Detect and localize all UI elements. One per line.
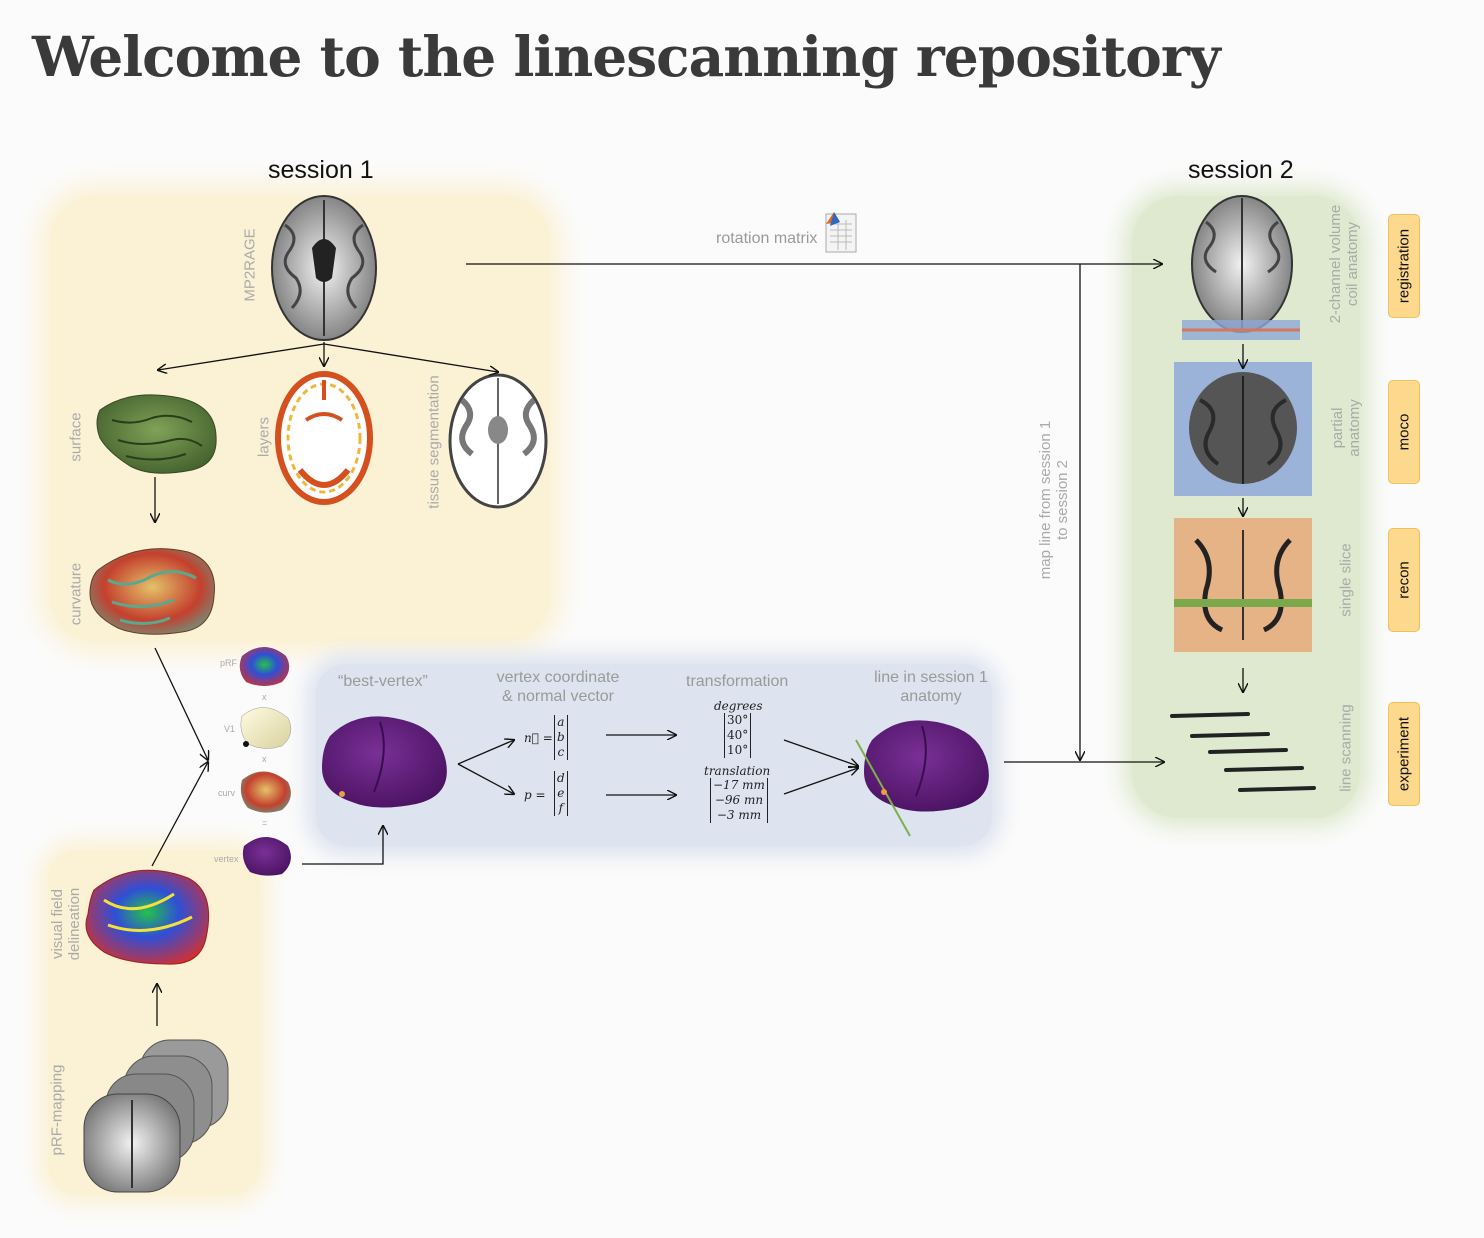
layers-brain-image [275,371,373,505]
moco-button[interactable]: moco [1388,380,1420,484]
partial-anatomy-image [1174,362,1312,496]
registration-button[interactable]: registration [1388,214,1420,318]
prf-mapping-image-stack [83,1039,229,1193]
times-1: x [262,692,267,702]
p-vector-eq: p = [524,788,546,802]
session1-label: session 1 [268,156,374,184]
vertex-mini-brain [242,837,291,876]
coil-anatomy-brain-image [1182,195,1300,340]
rotation-matrix-label: rotation matrix [716,230,818,247]
vertex-coordinate-label: vertex coordinate& normal vector [496,669,620,705]
times-2: x [262,754,267,764]
best-vertex-label: “best-vertex” [338,673,428,690]
line-in-anatomy-image [855,720,989,837]
session2-label: session 2 [1188,156,1294,184]
visual-field-brain-image [85,869,210,965]
tissue-segmentation-image [448,373,548,509]
surface-brain-image [96,394,217,474]
vertex-stack-label: vertex [214,854,239,864]
translation-label: translation [704,764,771,778]
v1-mini-brain [240,707,292,749]
equals-sign: = [262,818,268,828]
document-icon [825,212,857,253]
best-vertex-brain-image [322,716,447,808]
single-slice-image [1174,518,1312,652]
experiment-button[interactable]: experiment [1388,702,1420,806]
page-title: Welcome to the linescanning repository [32,24,1221,89]
prf-mini-brain [239,647,290,686]
curv-mini-brain [240,771,291,813]
recon-button[interactable]: recon [1388,528,1420,632]
degrees-label: degrees [714,699,763,713]
degrees-vector: 30°40°10° [724,713,752,758]
translation-vector: −17 mm−96 mn−3 mm [710,778,768,823]
v1-stack-label: V1 [224,724,236,734]
n-vector-eq: n⃗ = [524,731,553,745]
curvature-brain-image [89,548,215,635]
mp2rage-brain-image [271,195,377,341]
prf-stack-label: pRF [220,658,238,668]
curv-stack-label: curv [218,788,236,798]
line-scanning-image [1170,712,1316,792]
flow-arrows [152,264,1243,1026]
transformation-label: transformation [686,673,789,690]
